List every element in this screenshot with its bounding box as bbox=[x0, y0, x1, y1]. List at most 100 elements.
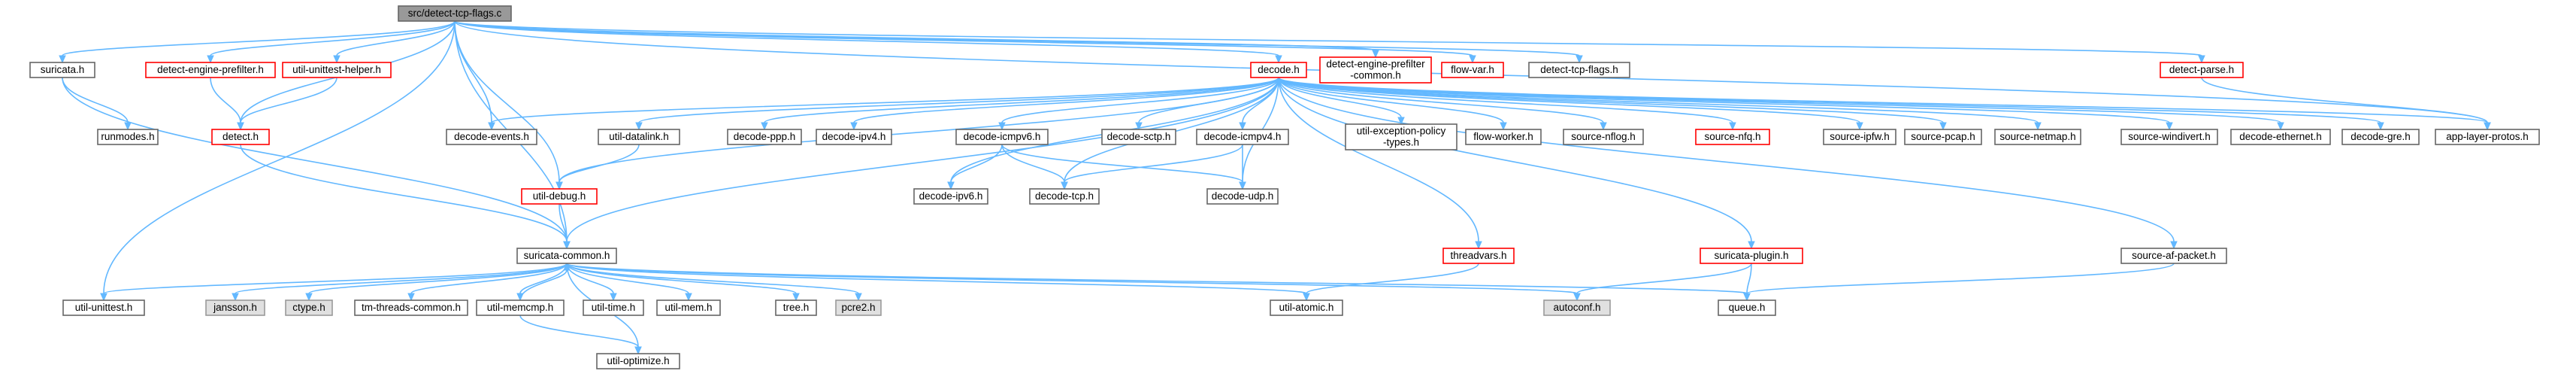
node-util-atomic[interactable]: util-atomic.h bbox=[1270, 299, 1343, 316]
node-source-pcap[interactable]: source-pcap.h bbox=[1904, 129, 1982, 145]
node-decode-sctp[interactable]: decode-sctp.h bbox=[1101, 129, 1176, 145]
node-box[interactable] bbox=[1543, 299, 1611, 316]
node-pcre2[interactable]: pcre2.h bbox=[835, 299, 882, 316]
node-box[interactable] bbox=[476, 299, 565, 316]
node-box[interactable] bbox=[1695, 129, 1770, 145]
node-tree[interactable]: tree.h bbox=[775, 299, 817, 316]
node-queue[interactable]: queue.h bbox=[1718, 299, 1776, 316]
node-tm-threads-common[interactable]: tm-threads-common.h bbox=[354, 299, 468, 316]
node-box[interactable] bbox=[1319, 56, 1432, 84]
node-decode-icmpv6[interactable]: decode-icmpv6.h bbox=[955, 129, 1049, 145]
node-box[interactable] bbox=[1196, 129, 1289, 145]
node-decode-tcp[interactable]: decode-tcp.h bbox=[1029, 188, 1100, 205]
node-decode-ethernet[interactable]: decode-ethernet.h bbox=[2230, 129, 2331, 145]
node-box[interactable] bbox=[727, 129, 802, 145]
node-box[interactable] bbox=[145, 62, 276, 78]
node-util-datalink[interactable]: util-datalink.h bbox=[598, 129, 680, 145]
node-detect-parse[interactable]: detect-parse.h bbox=[2160, 62, 2244, 78]
node-box[interactable] bbox=[446, 129, 537, 145]
node-flow-worker[interactable]: flow-worker.h bbox=[1465, 129, 1542, 145]
node-jansson[interactable]: jansson.h bbox=[205, 299, 265, 316]
node-box[interactable] bbox=[775, 299, 817, 316]
node-box[interactable] bbox=[2160, 62, 2244, 78]
node-app-layer-protos[interactable]: app-layer-protos.h bbox=[2435, 129, 2540, 145]
node-box[interactable] bbox=[211, 129, 270, 145]
node-source-windivert[interactable]: source-windivert.h bbox=[2120, 129, 2218, 145]
node-uexc-policy[interactable]: util-exception-policy-types.h bbox=[1345, 123, 1458, 150]
node-runmodes[interactable]: runmodes.h bbox=[97, 129, 159, 145]
node-decode-ipv6[interactable]: decode-ipv6.h bbox=[913, 188, 988, 205]
node-source-af-packet[interactable]: source-af-packet.h bbox=[2120, 248, 2227, 264]
node-box[interactable] bbox=[1250, 62, 1307, 78]
node-decode-ppp[interactable]: decode-ppp.h bbox=[727, 129, 802, 145]
node-box[interactable] bbox=[596, 353, 680, 369]
node-ctype[interactable]: ctype.h bbox=[285, 299, 333, 316]
node-uu-helper[interactable]: util-unittest-helper.h bbox=[282, 62, 392, 78]
node-util-time[interactable]: util-time.h bbox=[583, 299, 644, 316]
node-box[interactable] bbox=[1904, 129, 1982, 145]
node-suricata-plugin[interactable]: suricata-plugin.h bbox=[1700, 248, 1803, 264]
node-box[interactable] bbox=[398, 5, 512, 22]
node-box[interactable] bbox=[1528, 62, 1630, 78]
node-box[interactable] bbox=[598, 129, 680, 145]
node-box[interactable] bbox=[516, 248, 617, 264]
node-box[interactable] bbox=[2341, 129, 2420, 145]
node-decode-h[interactable]: decode.h bbox=[1250, 62, 1307, 78]
node-source-netmap[interactable]: source-netmap.h bbox=[1994, 129, 2081, 145]
node-box[interactable] bbox=[656, 299, 721, 316]
node-box[interactable] bbox=[282, 62, 392, 78]
node-box[interactable] bbox=[1823, 129, 1896, 145]
node-autoconf[interactable]: autoconf.h bbox=[1543, 299, 1611, 316]
node-box[interactable] bbox=[2120, 248, 2227, 264]
node-box[interactable] bbox=[1345, 123, 1458, 150]
node-suricata-h[interactable]: suricata.h bbox=[29, 62, 95, 78]
node-box[interactable] bbox=[1465, 129, 1542, 145]
node-box[interactable] bbox=[913, 188, 988, 205]
node-root[interactable]: src/detect-tcp-flags.c bbox=[398, 5, 512, 22]
node-box[interactable] bbox=[1101, 129, 1176, 145]
node-box[interactable] bbox=[62, 299, 145, 316]
node-box[interactable] bbox=[1563, 129, 1644, 145]
node-detect-h[interactable]: detect.h bbox=[211, 129, 270, 145]
node-util-optimize[interactable]: util-optimize.h bbox=[596, 353, 680, 369]
node-decode-events[interactable]: decode-events.h bbox=[446, 129, 537, 145]
node-box[interactable] bbox=[354, 299, 468, 316]
node-decode-gre[interactable]: decode-gre.h bbox=[2341, 129, 2420, 145]
node-box[interactable] bbox=[835, 299, 882, 316]
node-threadvars[interactable]: threadvars.h bbox=[1442, 248, 1515, 264]
node-util-debug[interactable]: util-debug.h bbox=[521, 188, 598, 205]
node-source-nfq[interactable]: source-nfq.h bbox=[1695, 129, 1770, 145]
node-box[interactable] bbox=[955, 129, 1049, 145]
node-box[interactable] bbox=[29, 62, 95, 78]
node-box[interactable] bbox=[1029, 188, 1100, 205]
node-box[interactable] bbox=[205, 299, 265, 316]
node-box[interactable] bbox=[1718, 299, 1776, 316]
node-dtcpflags-h[interactable]: detect-tcp-flags.h bbox=[1528, 62, 1630, 78]
node-box[interactable] bbox=[816, 129, 892, 145]
node-suricata-common[interactable]: suricata-common.h bbox=[516, 248, 617, 264]
node-de-prefilter-common[interactable]: detect-engine-prefilter-common.h bbox=[1319, 56, 1432, 84]
node-util-memcmp[interactable]: util-memcmp.h bbox=[476, 299, 565, 316]
node-util-mem[interactable]: util-mem.h bbox=[656, 299, 721, 316]
node-box[interactable] bbox=[1441, 62, 1504, 78]
node-box[interactable] bbox=[2230, 129, 2331, 145]
node-box[interactable] bbox=[97, 129, 159, 145]
node-decode-udp[interactable]: decode-udp.h bbox=[1206, 188, 1279, 205]
node-util-unittest[interactable]: util-unittest.h bbox=[62, 299, 145, 316]
node-flow-var[interactable]: flow-var.h bbox=[1441, 62, 1504, 78]
node-source-nflog[interactable]: source-nflog.h bbox=[1563, 129, 1644, 145]
node-decode-icmpv4[interactable]: decode-icmpv4.h bbox=[1196, 129, 1289, 145]
node-box[interactable] bbox=[1994, 129, 2081, 145]
node-de-prefilter[interactable]: detect-engine-prefilter.h bbox=[145, 62, 276, 78]
node-box[interactable] bbox=[583, 299, 644, 316]
node-box[interactable] bbox=[521, 188, 598, 205]
node-decode-ipv4[interactable]: decode-ipv4.h bbox=[816, 129, 892, 145]
node-box[interactable] bbox=[1442, 248, 1515, 264]
node-box[interactable] bbox=[1700, 248, 1803, 264]
node-box[interactable] bbox=[2435, 129, 2540, 145]
node-source-ipfw[interactable]: source-ipfw.h bbox=[1823, 129, 1896, 145]
node-box[interactable] bbox=[285, 299, 333, 316]
node-box[interactable] bbox=[1206, 188, 1279, 205]
node-box[interactable] bbox=[2120, 129, 2218, 145]
node-box[interactable] bbox=[1270, 299, 1343, 316]
